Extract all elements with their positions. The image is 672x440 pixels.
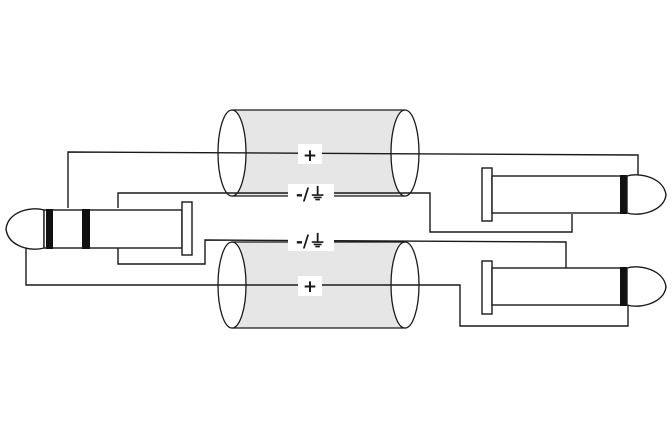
wire-bottom-hot [25,232,629,327]
wires [25,151,639,327]
wire-top-ground [117,192,573,233]
wire-bottom-ground [117,239,567,268]
ts-jack-plug-top-icon [481,167,667,222]
label-ground-top: -/⏚ [296,185,326,205]
label-ground-bottom: -/⏚ [296,232,326,252]
wire-top-hot [67,151,639,208]
label-hot-bottom: + [303,277,317,297]
label-hot-top: + [303,146,317,166]
trs-jack-plug-icon [5,201,193,256]
ts-jack-plug-bottom-icon [481,260,667,315]
